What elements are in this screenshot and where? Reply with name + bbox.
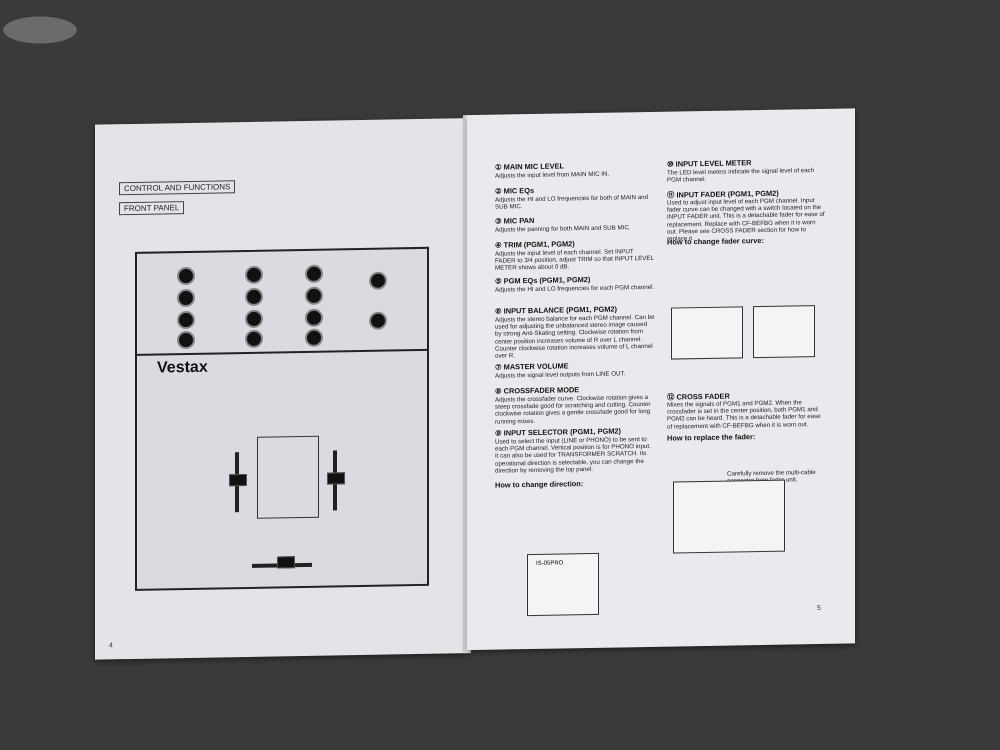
- page-number-left: 4: [109, 642, 113, 650]
- section-heading: ④ TRIM (PGM1, PGM2): [495, 239, 575, 250]
- page-number-right: 5: [817, 604, 821, 613]
- input-level-meter: [257, 435, 319, 519]
- subheading: How to change fader curve:: [667, 235, 764, 247]
- section-title: CONTROL AND FUNCTIONS: [119, 180, 236, 196]
- cross-fader-cap: [277, 556, 295, 569]
- cross-fader-figure: [673, 479, 785, 554]
- open-manual: CONTROL AND FUNCTIONS FRONT PANEL Vestax: [95, 108, 855, 660]
- subheading: How to change direction:: [495, 479, 584, 490]
- section-heading: ⑦ MASTER VOLUME: [495, 361, 569, 372]
- section-body: Adjusts the input level from MAIN MIC IN…: [495, 170, 610, 180]
- input-selector-figure: IS-05PRO: [527, 552, 599, 617]
- section-body: Adjusts the HI and LO frequencies for bo…: [495, 193, 649, 211]
- section-body: The LED level meters indicate the signal…: [667, 167, 815, 184]
- input-fader-figure: [671, 306, 743, 360]
- section-heading: ⑩ INPUT LEVEL METER: [667, 158, 752, 169]
- section-heading: ① MAIN MIC LEVEL: [495, 161, 565, 172]
- section-heading: ⑤ PGM EQs (PGM1, PGM2): [495, 274, 591, 286]
- section-subtitle: FRONT PANEL: [119, 201, 185, 216]
- section-body: Adjusts the input level of each channel.…: [495, 248, 654, 273]
- section-body: Adjusts the signal level outputs from LI…: [495, 370, 626, 380]
- subheading: How to replace the fader:: [667, 432, 756, 443]
- section-heading: ⑧ CROSSFADER MODE: [495, 385, 580, 396]
- section-body: Adjusts the stereo balance for each PGM …: [495, 313, 655, 360]
- section-body: Mixes the signals of PGM1 and PGM2. When…: [667, 399, 821, 431]
- brand-logo: Vestax: [157, 358, 208, 377]
- section-heading: ② MIC EQs: [495, 185, 535, 196]
- section-body: Adjusts the HI and LO frequencies for ea…: [495, 283, 655, 294]
- section-heading: ③ MIC PAN: [495, 215, 535, 226]
- left-page: CONTROL AND FUNCTIONS FRONT PANEL Vestax: [95, 118, 467, 660]
- mixer-front-panel-diagram: Vestax: [135, 246, 429, 591]
- section-body: Used to select the input (LINE or PHONO)…: [495, 436, 651, 475]
- section-body: Adjusts the crossfader curve. Clockwise …: [495, 393, 651, 426]
- input-fader-pgm1: [229, 473, 247, 487]
- section-body: Adjusts the panning for both MAIN and SU…: [495, 224, 631, 234]
- input-fader-pgm2: [327, 472, 345, 485]
- figure-label: IS-05PRO: [536, 560, 564, 567]
- right-page: ① MAIN MIC LEVEL Adjusts the input level…: [467, 108, 855, 651]
- fader-curve-graph: [753, 305, 815, 359]
